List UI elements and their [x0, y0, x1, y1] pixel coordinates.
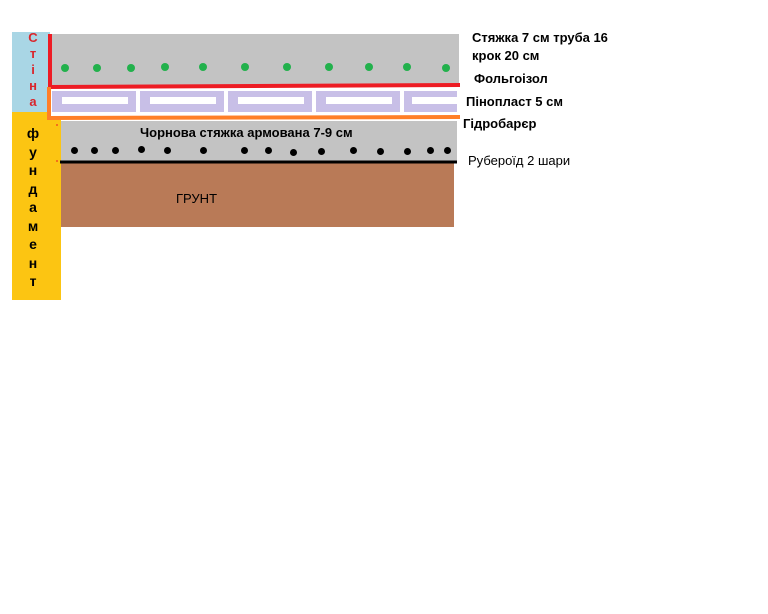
pipe-dot: [325, 63, 333, 71]
pipe-dot: [127, 64, 135, 72]
screed-layer: [50, 34, 459, 86]
pipe-dot: [161, 63, 169, 71]
foam-label: Пінопласт 5 см: [466, 94, 563, 109]
wall-letter: С: [28, 30, 38, 45]
foil-line: [48, 34, 461, 90]
foam-board-slot: [62, 97, 128, 104]
foundation-letter: а: [29, 199, 37, 215]
foundation-letter: т: [29, 273, 37, 289]
rebar-dot: [377, 148, 384, 155]
rebar-dot: [350, 147, 357, 154]
soil-layer: [61, 163, 454, 227]
hydro-barrier-label: Гідробарєр: [463, 116, 537, 131]
rough-screed-layer: [61, 121, 457, 161]
roofing-felt-label: Рубероїд 2 шари: [468, 153, 571, 168]
foundation-letter: е: [29, 236, 37, 252]
foundation-letter: н: [28, 162, 38, 178]
screed-label-line1: Стяжка 7 см труба 16: [472, 30, 608, 45]
wall-letter: а: [29, 94, 37, 109]
foam-board-slot: [326, 97, 392, 104]
foundation-letter: н: [28, 254, 38, 271]
foundation-letter: д: [28, 180, 38, 197]
wall-letter: т: [29, 46, 37, 61]
rebar-dot: [290, 149, 297, 156]
foam-board-slot: [238, 97, 304, 104]
pipe-dot: [283, 63, 291, 71]
soil-label: ГРУНТ: [176, 191, 218, 206]
rebar-dot: [138, 146, 145, 153]
pipe-dot: [365, 63, 373, 71]
rebar-dot: [444, 147, 451, 154]
rebar-dot: [71, 147, 78, 154]
rebar-dot: [318, 148, 325, 155]
rebar-dot: [265, 147, 272, 154]
foam-board-slot: [412, 97, 457, 104]
foundation-letter: ф: [26, 125, 40, 141]
rebar-dot: [241, 147, 248, 154]
pipe-dot: [61, 64, 69, 72]
wall-block: [12, 32, 50, 114]
pipe-dot: [442, 64, 450, 72]
screed-label-line2: крок 20 см: [472, 48, 540, 63]
wall-vertical-label: С т і н а: [22, 30, 44, 110]
rebar-dot: [164, 147, 171, 154]
rough-screed-label: Чорнова стяжка армована 7-9 см: [140, 125, 353, 140]
foil-label: Фольгоізол: [474, 71, 548, 86]
wall-letter: н: [29, 78, 37, 93]
rebar-dot: [112, 147, 119, 154]
foundation-block: [12, 112, 61, 300]
pipe-dot: [241, 63, 249, 71]
pipe-dot: [199, 63, 207, 71]
pipe-dot: [93, 64, 101, 72]
pipe-dot: [403, 63, 411, 71]
foundation-vertical-label: ф у н д а м е н т: [22, 124, 44, 291]
foam-board-slot: [150, 97, 216, 104]
rebar-dot: [91, 147, 98, 154]
wall-letter: і: [31, 62, 35, 77]
foundation-letter: у: [29, 143, 37, 160]
rebar-dot: [427, 147, 434, 154]
hydro-barrier-line: [47, 87, 461, 121]
rebar-dot: [200, 147, 207, 154]
foundation-letter: м: [27, 217, 39, 234]
rebar-dot: [404, 148, 411, 155]
